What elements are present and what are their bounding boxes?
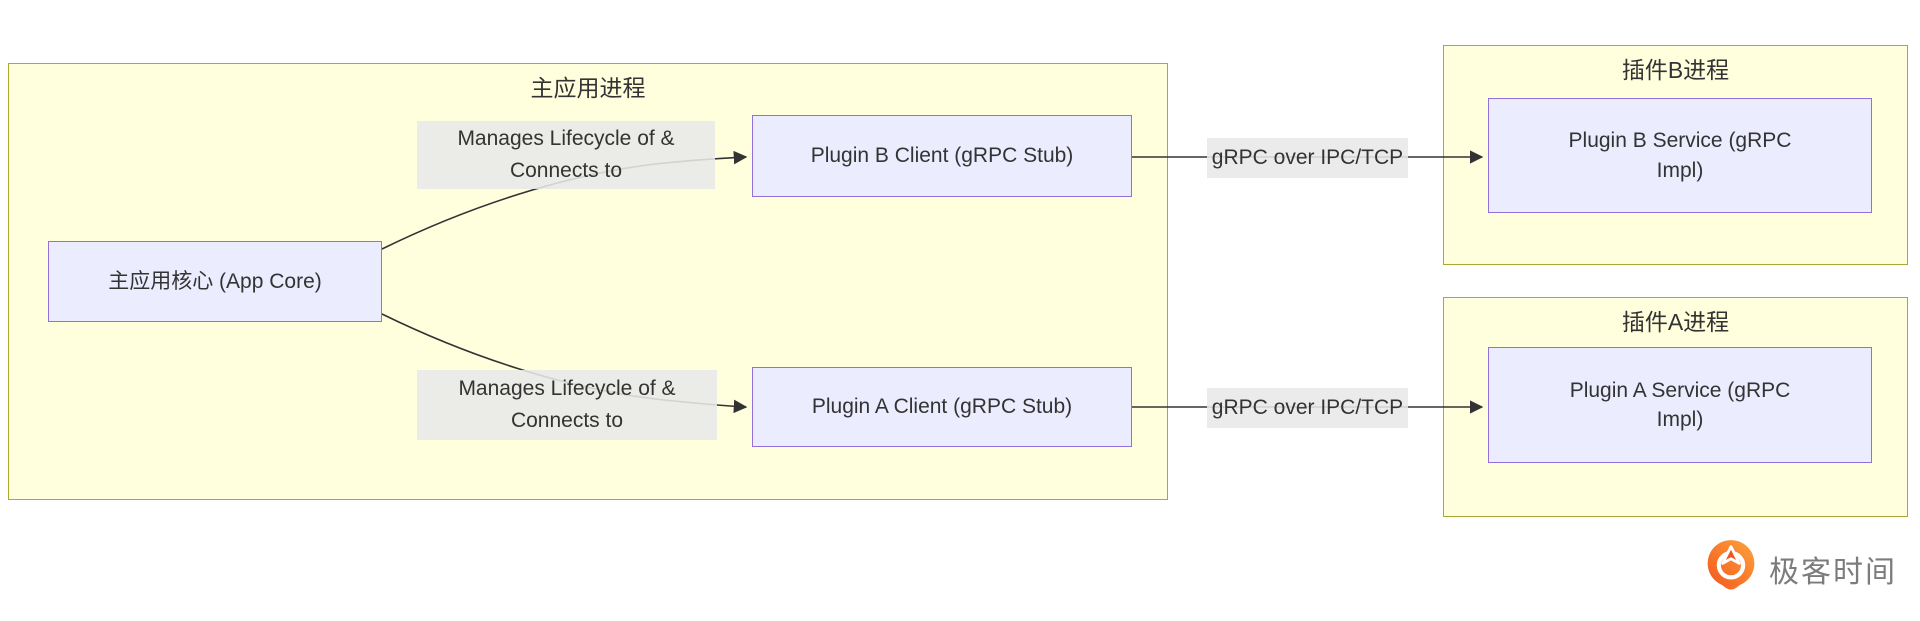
edge-label-core-to-b-line1: Manages Lifecycle of &	[457, 127, 675, 150]
logo-circle	[1707, 540, 1755, 587]
edge-label-grpc-transport-b-text: gRPC over IPC/TCP	[1211, 146, 1404, 169]
edge-label-core-to-b: Manages Lifecycle of & Connects to	[417, 121, 715, 189]
cluster-main-process-title: 主应用进程	[530, 75, 646, 101]
edge-label-core-to-a-line1: Manages Lifecycle of &	[458, 377, 676, 400]
logo-arrow	[1721, 545, 1741, 565]
edge-label-core-to-b-line2: Connects to	[509, 159, 623, 182]
node-plugin-a-client: Plugin A Client (gRPC Stub)	[752, 367, 1132, 447]
geektime-logo-text: 极客时间	[1769, 556, 1897, 589]
node-plugin-b-service: Plugin B Service (gRPC Impl)	[1488, 98, 1872, 213]
cluster-plugin-b-process-title: 插件B进程	[1621, 57, 1730, 83]
cluster-plugin-a-process-title: 插件A进程	[1621, 309, 1730, 335]
edge-label-core-to-a: Manages Lifecycle of & Connects to	[417, 370, 717, 440]
node-plugin-a-client-label: Plugin A Client (gRPC Stub)	[811, 395, 1073, 418]
node-plugin-b-client: Plugin B Client (gRPC Stub)	[752, 115, 1132, 197]
geektime-logo-icon	[1707, 540, 1755, 590]
node-plugin-b-service-label: Plugin B Service (gRPC Impl)	[1568, 129, 1792, 182]
edge-label-grpc-transport-a: gRPC over IPC/TCP	[1207, 388, 1408, 428]
node-app-core-label: 主应用核心 (App Core)	[108, 269, 322, 293]
edge-label-grpc-transport-b: gRPC over IPC/TCP	[1207, 138, 1408, 178]
node-plugin-b-client-label: Plugin B Client (gRPC Stub)	[810, 144, 1074, 167]
edge-label-grpc-transport-a-text: gRPC over IPC/TCP	[1211, 396, 1404, 419]
node-plugin-a-service-label: Plugin A Service (gRPC Impl)	[1569, 378, 1791, 431]
geektime-logo: 极客时间	[1703, 538, 1897, 600]
edge-label-core-to-a-line2: Connects to	[510, 409, 624, 432]
node-plugin-a-service: Plugin A Service (gRPC Impl)	[1488, 347, 1872, 463]
node-app-core: 主应用核心 (App Core)	[48, 241, 382, 322]
